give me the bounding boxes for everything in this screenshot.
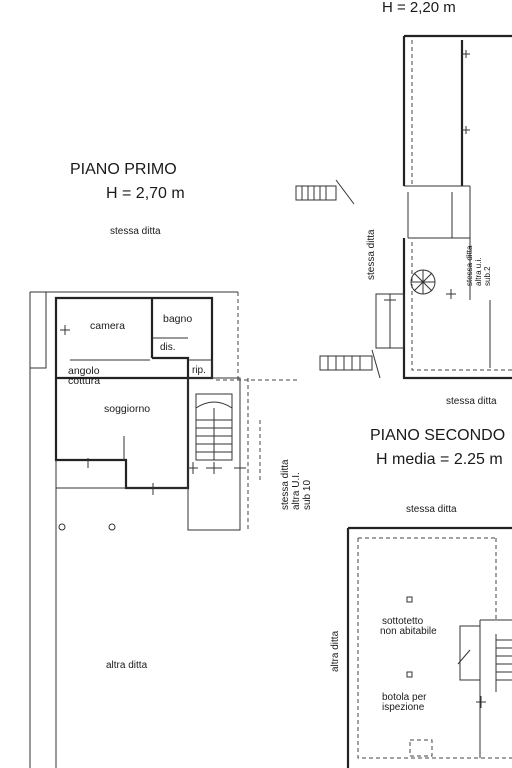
second-floor-plan	[346, 526, 512, 768]
room-camera: camera	[90, 320, 125, 332]
first-floor-bottom-label: altra ditta	[106, 660, 148, 671]
room-angolo-line-2: cottura	[68, 375, 100, 387]
upper-plan-bottom-label: stessa ditta	[446, 396, 497, 407]
room-sottotetto-line-2: non abitabile	[380, 626, 437, 637]
first-floor-title: PIANO PRIMO	[70, 161, 177, 178]
second-floor-left-label: altra ditta	[330, 630, 341, 672]
second-floor-height: H media = 2.25 m	[376, 451, 503, 468]
upper-plan-left-label: stessa ditta	[366, 229, 377, 280]
upper-plan-inner-label-line-2: altra u.i.	[474, 258, 483, 286]
room-dis: dis.	[160, 342, 176, 353]
first-floor-plan	[29, 291, 300, 768]
room-botola-line-2: ispezione	[382, 702, 425, 713]
first-floor-right-label-line-3: sub 10	[302, 480, 313, 510]
first-floor-right-label: stessa ditta altra U.I. sub 10	[280, 459, 313, 510]
upper-plan-inner-label: stessa ditta altra u.i. sub.2	[465, 245, 492, 286]
first-floor-height: H = 2,70 m	[106, 185, 185, 202]
second-floor-top-label: stessa ditta	[406, 504, 457, 515]
room-rip: rip.	[192, 365, 206, 376]
upper-plan	[295, 34, 512, 380]
room-angolo-line-1: angolo	[68, 365, 100, 377]
room-soggiorno: soggiorno	[104, 403, 150, 415]
upper-plan-left-label-text: stessa ditta	[366, 229, 377, 280]
room-botola-line-1: botola per	[382, 692, 427, 703]
first-floor-right-label-line-1: stessa ditta	[280, 459, 291, 510]
room-sottotetto-line-1: sottotetto	[382, 616, 424, 627]
first-floor-right-label-line-2: altra U.I.	[291, 472, 302, 510]
upper-plan-inner-label-line-1: stessa ditta	[465, 245, 474, 286]
top-height-label: H = 2,20 m	[382, 0, 456, 16]
upper-plan-inner-label-line-3: sub.2	[483, 266, 492, 286]
second-floor-title: PIANO SECONDO	[370, 427, 505, 444]
second-floor-left-label-text: altra ditta	[330, 630, 341, 672]
room-bagno: bagno	[163, 313, 192, 325]
first-floor-top-label: stessa ditta	[110, 226, 161, 237]
